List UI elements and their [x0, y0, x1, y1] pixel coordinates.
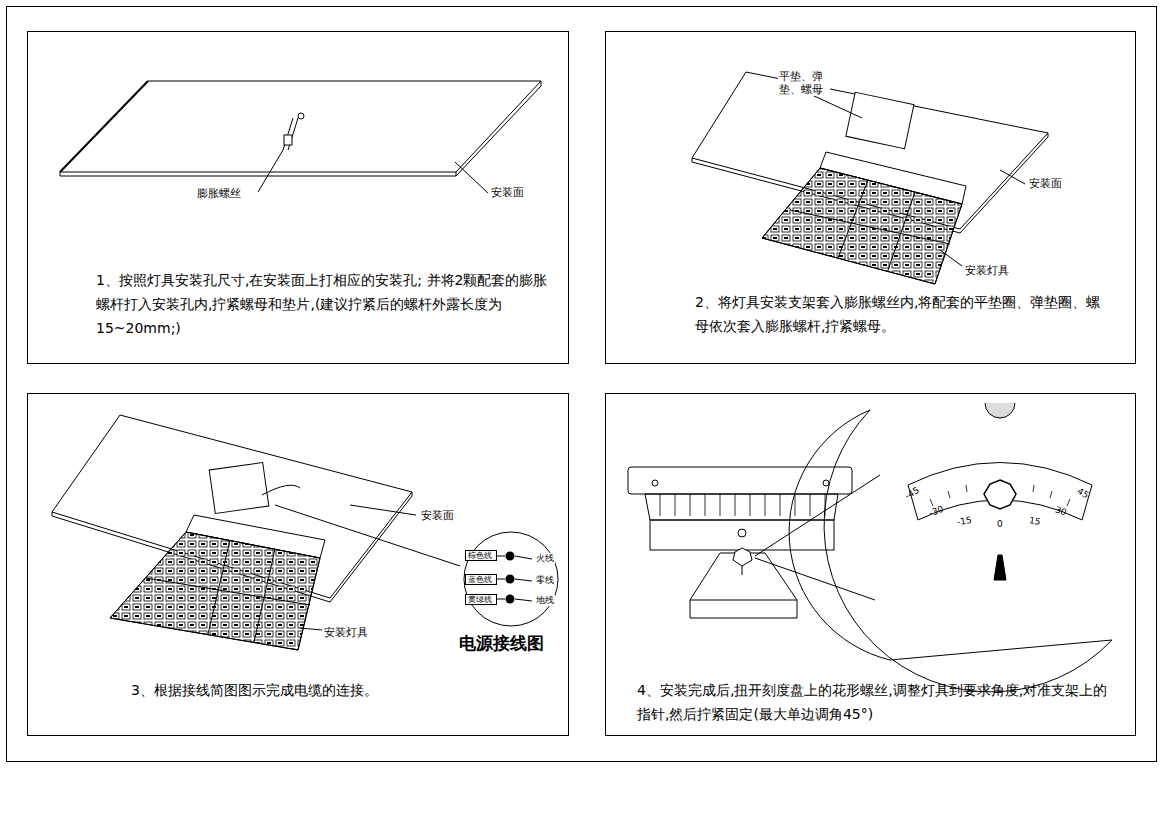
instruction-panel: 1、按照灯具安装孔尺寸,在安装面上打相应的安装孔; 并将2颗配套的膨胀螺杆打入安… — [27, 31, 569, 364]
instruction-panel: 2、将灯具安装支架套入膨胀螺丝内,将配套的平垫圈、弹垫圈、螺母依次套入膨胀螺杆,… — [605, 31, 1136, 364]
instruction-text: 4、安装完成后,扭开刻度盘上的花形螺丝,调整灯具到要求角度,对准支架上的指针,然… — [637, 678, 1111, 726]
scale-number: -30 — [927, 503, 946, 519]
instruction-panel: 4、安装完成后,扭开刻度盘上的花形螺丝,调整灯具到要求角度,对准支架上的指针,然… — [605, 393, 1136, 736]
part-label: 火线 — [535, 553, 555, 564]
scale-number: 15 — [1027, 515, 1042, 528]
scale-number: 30 — [1053, 504, 1069, 519]
part-label: 膨胀螺丝 — [196, 187, 242, 200]
part-label: 安装面 — [1028, 177, 1063, 190]
part-label: 安装面 — [420, 509, 455, 522]
instruction-text: 2、将灯具安装支架套入膨胀螺丝内,将配套的平垫圈、弹垫圈、螺母依次套入膨胀螺杆,… — [695, 290, 1107, 338]
part-label: 安装面 — [490, 186, 525, 199]
part-label: 安装灯具 — [323, 626, 369, 639]
part-label: 安装灯具 — [964, 264, 1010, 277]
wire-color-box: 黄绿线 — [465, 594, 497, 605]
wire-color-text: 棕色线 — [468, 551, 492, 560]
wire-color-text: 黄绿线 — [468, 595, 492, 604]
instruction-text: 3、根据接线简图图示完成电缆的连接。 — [131, 678, 551, 702]
wire-color-box: 蓝色线 — [465, 574, 497, 585]
instruction-text: 1、按照灯具安装孔尺寸,在安装面上打相应的安装孔; 并将2颗配套的膨胀螺杆打入安… — [96, 268, 556, 340]
scale-number: -45 — [902, 485, 922, 503]
part-label: 平垫、弹垫、螺母 — [778, 70, 830, 96]
instruction-panel: 3、根据接线简图图示完成电缆的连接。 电源接线图 棕色线蓝色线黄绿线 — [27, 393, 569, 736]
wire-color-box: 棕色线 — [465, 550, 497, 561]
wiring-title: 电源接线图 — [459, 632, 544, 655]
scale-number: -15 — [955, 515, 973, 529]
part-label: 地线 — [535, 595, 555, 606]
wire-color-text: 蓝色线 — [468, 575, 492, 584]
scale-number: 45 — [1074, 485, 1091, 501]
scale-number: 0 — [996, 519, 1004, 530]
part-label: 零线 — [535, 575, 555, 586]
